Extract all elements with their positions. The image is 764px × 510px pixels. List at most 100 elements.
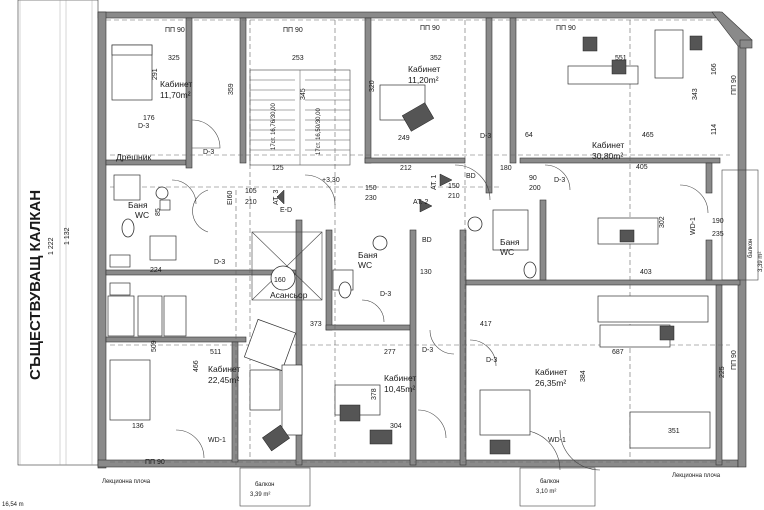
tag-at1: АТ. 1: [431, 174, 438, 190]
dimension: 210: [448, 193, 460, 200]
tag-d3: D-3: [486, 357, 497, 364]
tag-ei60: EI60: [227, 190, 234, 205]
dimension: 225: [719, 366, 726, 378]
tag-wd1: WD-1: [548, 437, 566, 444]
dimension: 130: [420, 269, 432, 276]
dimension: 551: [615, 55, 627, 62]
room-4-name: Кабинет: [208, 364, 240, 374]
tag-d3: D-3: [138, 123, 149, 130]
dimension: 180: [500, 165, 512, 172]
tag-pp90: ПП 90: [731, 75, 738, 95]
door-window-tags: ПП 90 ПП 90 ПП 90 ПП 90 ПП 90 ПП 90 ПП 9…: [138, 25, 738, 466]
balcony-2-name: балкон: [540, 479, 559, 485]
tag-at3: АТ. 3: [273, 189, 280, 205]
balcony-3-name: балкон: [748, 239, 754, 258]
dimension: 150: [448, 183, 460, 190]
tag-ed: E-D: [280, 207, 292, 214]
bath-3-sub: WC: [500, 247, 514, 257]
bath-3-name: Баня: [500, 237, 520, 247]
stairs: [249, 69, 351, 166]
room-6-area: 26,35m²: [535, 378, 566, 388]
dimension: 509: [151, 340, 158, 352]
dimension: 352: [430, 55, 442, 62]
tag-d3: D-3: [480, 133, 491, 140]
room-labels: Кабинет 11,70m² Кабинет 11,20m² Кабинет …: [116, 64, 764, 498]
elevator: [251, 231, 323, 301]
interior-walls: [105, 17, 741, 466]
dimension: 90: [529, 175, 537, 182]
dimension: 320: [369, 80, 376, 92]
balconies: [239, 169, 759, 507]
side-label: СЪЩЕСТВУВАЩ КАЛКАН: [27, 190, 44, 380]
stair-label-a: 17ст. 16,76/30,00: [271, 103, 277, 150]
tag-d3: D-3: [380, 291, 391, 298]
dimension: 277: [384, 349, 396, 356]
tag-pp90: ПП 90: [731, 350, 738, 370]
dimension: 417: [480, 321, 492, 328]
dimension: 224: [150, 267, 162, 274]
tag-d3: D-3: [203, 149, 214, 156]
dimension: 345: [300, 88, 307, 100]
room-5-name: Кабинет: [384, 373, 416, 383]
tag-pp90: ПП 90: [420, 25, 440, 32]
dimension: 85: [155, 208, 162, 216]
furniture: [107, 29, 711, 455]
room-2-name: Кабинет: [408, 64, 440, 74]
dimension: 466: [193, 360, 200, 372]
tag-bd: BD: [466, 173, 476, 180]
dimension: 373: [310, 321, 322, 328]
tag-pp90: ПП 90: [283, 27, 303, 34]
dimension: 351: [668, 428, 680, 435]
level-mark: +3,30: [322, 177, 340, 184]
room-5-area: 10,45m²: [384, 384, 415, 394]
outer-walls: [97, 11, 753, 469]
bath-2-name: Баня: [358, 250, 378, 260]
dimension: 105: [245, 188, 257, 195]
existing-wall-hatch: [17, 0, 99, 466]
balcony-2-area: 3,10 m²: [536, 489, 556, 495]
dimension: 511: [210, 349, 221, 356]
dimension: 136: [132, 423, 144, 430]
bath-1-name: Баня: [128, 200, 148, 210]
section-arrows: [276, 173, 453, 213]
dimension: 465: [642, 132, 654, 139]
left-dim-1: 1 132: [64, 227, 71, 245]
elevator-label: Асансьор: [270, 290, 308, 300]
sanitary-fixtures: [109, 174, 537, 299]
dimension: 378: [371, 388, 378, 400]
balcony-3-area: 3,39 m²: [758, 252, 764, 272]
dimension: 359: [228, 83, 235, 95]
tag-bd: BD: [422, 237, 432, 244]
dimension: 210: [245, 199, 257, 206]
balcony-1-area: 3,39 m²: [250, 492, 270, 498]
dimension: 176: [143, 115, 155, 122]
dimension: 687: [612, 349, 624, 356]
wardrobe-label: Дрешник: [116, 152, 151, 162]
bottom-note-a: Лекционна плоча: [102, 479, 151, 485]
dimension: 190: [712, 218, 724, 225]
dimension: 253: [292, 55, 304, 62]
dimension: 302: [659, 216, 666, 228]
tag-d3: D-3: [554, 177, 565, 184]
left-dim-2: 1 222: [48, 237, 55, 255]
stair-label-b: 17ст. 16,50/30,00: [316, 108, 322, 155]
dimension: 150: [365, 185, 377, 192]
dimension: 230: [365, 195, 377, 202]
dimension-labels: 325 291 176 359 253 345 352 320 249 551 …: [132, 55, 726, 435]
room-3-name: Кабинет: [592, 140, 624, 150]
tag-d3: D-3: [422, 347, 433, 354]
tag-pp90: ПП 90: [556, 25, 576, 32]
dimension: 160: [274, 277, 286, 284]
dimension: 235: [712, 231, 724, 238]
tag-pp90: ПП 90: [165, 27, 185, 34]
dimension: 384: [580, 370, 587, 382]
dimension: 64: [525, 132, 533, 139]
balcony-1-name: балкон: [255, 482, 274, 488]
bottom-note-b: Лекционна плоча: [672, 473, 721, 479]
dimension: 343: [692, 88, 699, 100]
room-1-area: 11,70m²: [160, 90, 191, 100]
dimension: 291: [152, 68, 159, 80]
room-2-area: 11,20m²: [408, 75, 439, 85]
room-3-area: 30,80m²: [592, 151, 623, 161]
room-1-name: Кабинет: [160, 79, 192, 89]
